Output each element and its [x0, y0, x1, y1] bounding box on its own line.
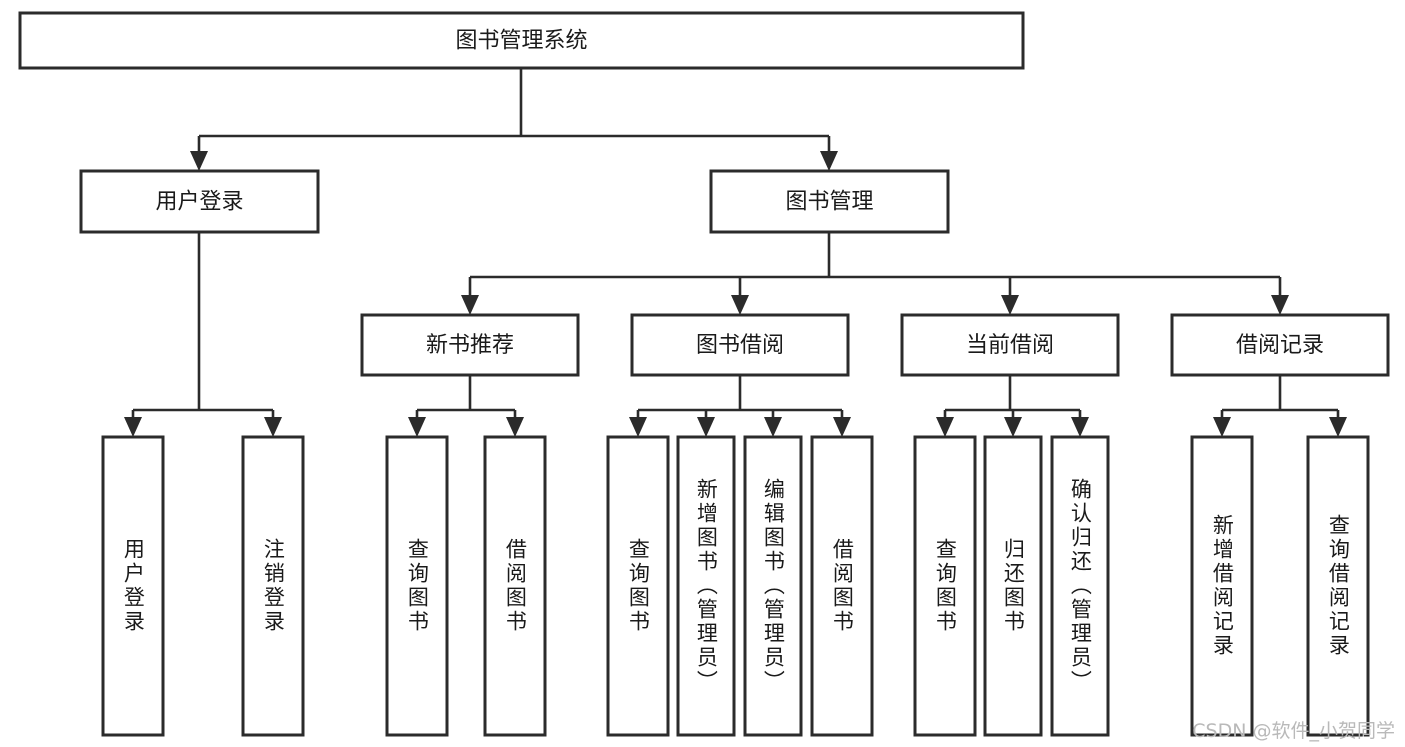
arrow-head-icon	[408, 417, 426, 437]
arrow-head-icon	[833, 417, 851, 437]
node-box-layer	[18, 11, 1390, 737]
node-box-user-login[interactable]	[79, 169, 320, 234]
node-label-new-book-recommend: 新书推荐	[426, 333, 514, 358]
node-box-leaf-add-book-admin[interactable]	[676, 435, 736, 737]
connector-layer	[124, 68, 1347, 437]
node-label-current-borrow: 当前借阅	[966, 333, 1054, 358]
node-box-leaf-query-book-borrow[interactable]	[606, 435, 670, 737]
arrow-head-icon	[731, 295, 749, 315]
node-box-leaf-query-book-current[interactable]	[913, 435, 977, 737]
node-box-leaf-user-login[interactable]	[101, 435, 165, 737]
arrow-head-icon	[1004, 417, 1022, 437]
node-box-root[interactable]	[18, 11, 1025, 70]
node-label-book-manage: 图书管理	[785, 190, 873, 215]
node-label-user-login: 用户登录	[155, 190, 243, 215]
node-box-leaf-query-book-rec[interactable]	[385, 435, 449, 737]
arrow-head-icon	[697, 417, 715, 437]
node-box-current-borrow[interactable]	[900, 313, 1120, 377]
node-box-leaf-return-book[interactable]	[983, 435, 1043, 737]
arrow-head-icon	[124, 417, 142, 437]
node-box-leaf-borrow-book-rec[interactable]	[483, 435, 547, 737]
node-box-leaf-add-borrow-record[interactable]	[1190, 435, 1254, 737]
node-box-leaf-borrow-book[interactable]	[810, 435, 874, 737]
arrow-head-icon	[820, 151, 838, 171]
arrow-head-icon	[1329, 417, 1347, 437]
node-box-book-borrow[interactable]	[630, 313, 850, 377]
node-box-new-book-recommend[interactable]	[360, 313, 580, 377]
arrow-head-icon	[1001, 295, 1019, 315]
arrow-head-icon	[936, 417, 954, 437]
node-label-root: 图书管理系统	[455, 29, 587, 54]
arrow-head-icon	[190, 151, 208, 171]
node-box-leaf-confirm-return-admin[interactable]	[1050, 435, 1110, 737]
arrow-head-icon	[1071, 417, 1089, 437]
node-label-borrow-record: 借阅记录	[1236, 333, 1324, 358]
node-box-borrow-record[interactable]	[1170, 313, 1390, 377]
node-box-leaf-logout[interactable]	[241, 435, 305, 737]
node-box-book-manage[interactable]	[709, 169, 950, 234]
node-box-leaf-edit-book-admin[interactable]	[743, 435, 803, 737]
arrow-head-icon	[264, 417, 282, 437]
arrow-head-icon	[1213, 417, 1231, 437]
arrow-head-icon	[764, 417, 782, 437]
arrow-head-icon	[629, 417, 647, 437]
node-box-leaf-query-borrow-record[interactable]	[1306, 435, 1370, 737]
node-label-book-borrow: 图书借阅	[696, 333, 784, 358]
watermark-text: CSDN @软件_小贺同学	[1192, 720, 1395, 742]
arrow-head-icon	[461, 295, 479, 315]
arrow-head-icon	[1271, 295, 1289, 315]
arrow-head-icon	[506, 417, 524, 437]
